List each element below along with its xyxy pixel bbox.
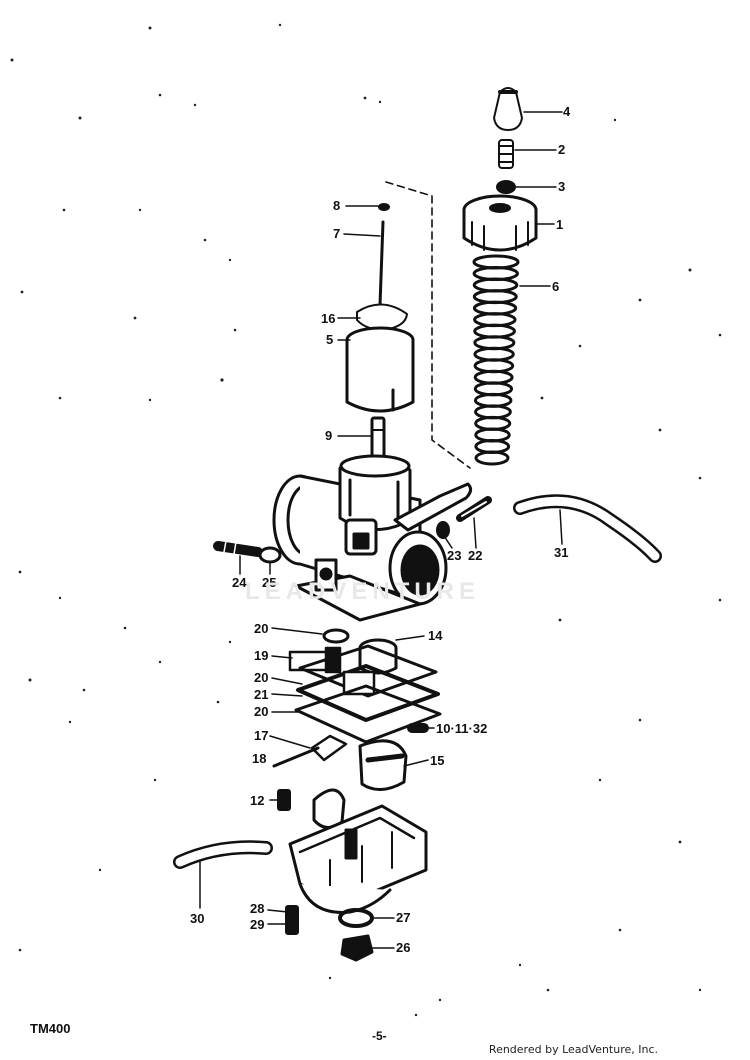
model-code: TM400 <box>30 1021 71 1036</box>
part-2-adjuster-bolt <box>498 139 514 169</box>
watermark: LEADVENTURE <box>245 578 481 605</box>
callout-30: 30 <box>190 911 205 926</box>
callout-5: 5 <box>326 332 334 347</box>
part-23-o-ring <box>436 521 450 539</box>
part-24-air-screw <box>213 540 263 557</box>
carburetor-body <box>272 454 473 622</box>
part-3-lock-nut <box>496 180 516 194</box>
part-21-float-chamber-gasket <box>296 664 440 722</box>
render-credit: Rendered by LeadVenture, Inc. <box>488 1043 658 1056</box>
callout-25: 25 <box>262 575 277 590</box>
callout-16: 17 <box>254 728 269 743</box>
part-5-throttle-valve <box>345 326 415 413</box>
part-19-o-ring <box>322 628 350 644</box>
callout-8: 8 <box>333 198 341 213</box>
callout-10-11-32: 10·11·32 <box>436 721 488 736</box>
callout-7: 7 <box>333 226 341 241</box>
callout-21: 21 <box>254 687 269 702</box>
spring-coil <box>474 450 510 466</box>
callout-27: 27 <box>396 910 411 925</box>
callout-24: 24 <box>232 575 247 590</box>
callout-2: 2 <box>558 142 566 157</box>
callout-18: 19 <box>254 648 269 663</box>
part-16-float-arm <box>310 734 348 762</box>
part-22-throttle-stop-screw <box>456 496 492 522</box>
part-26-plug <box>340 934 374 962</box>
callout-6: 6 <box>552 279 560 294</box>
callout-3: 3 <box>558 179 566 194</box>
callout-20-lower: 20 <box>254 704 269 719</box>
part-28-29-screw <box>285 905 299 935</box>
part-25-air-screw-spring <box>258 546 282 564</box>
part-20-gasket-lower <box>294 684 442 744</box>
scan-specks <box>10 23 722 1017</box>
callout-15: 16 <box>321 311 336 326</box>
callout-12: 12 <box>250 793 265 808</box>
callout-22: 22 <box>468 548 483 563</box>
float-chamber-bowl <box>288 804 428 914</box>
part-8-needle-clip <box>378 203 390 211</box>
part-14-float <box>358 739 408 791</box>
leader-lines <box>199 111 563 949</box>
callout-23: 23 <box>447 548 462 563</box>
callout-14: 15 <box>430 753 445 768</box>
callout-4: 4 <box>563 104 571 119</box>
callout-1: 1 <box>556 217 564 232</box>
callout-26: 26 <box>396 940 411 955</box>
callout-13: 14 <box>428 628 443 643</box>
part-7-jet-needle <box>378 220 385 307</box>
callout-28: 28 <box>250 901 265 916</box>
callout-17: 18 <box>252 751 267 766</box>
callout-20-upper: 20 <box>254 670 269 685</box>
callout-31: 31 <box>554 545 569 560</box>
part-1-chamber-top <box>462 194 538 252</box>
callout-29: 29 <box>250 917 265 932</box>
part-18-float-valve <box>288 646 342 674</box>
part-17-float-pin <box>272 746 320 768</box>
callout-9: 9 <box>325 428 333 443</box>
part-12-drain-screw <box>277 789 291 811</box>
assembly-dashed-line <box>385 181 471 469</box>
callout-19: 20 <box>254 621 269 636</box>
page-number: -5- <box>372 1029 387 1043</box>
part-4-rubber-cap <box>493 87 523 131</box>
part-14-float-second <box>312 788 346 829</box>
part-15-needle-plate <box>356 303 408 331</box>
part-6-spring <box>472 254 520 466</box>
part-27-gasket <box>338 908 374 928</box>
